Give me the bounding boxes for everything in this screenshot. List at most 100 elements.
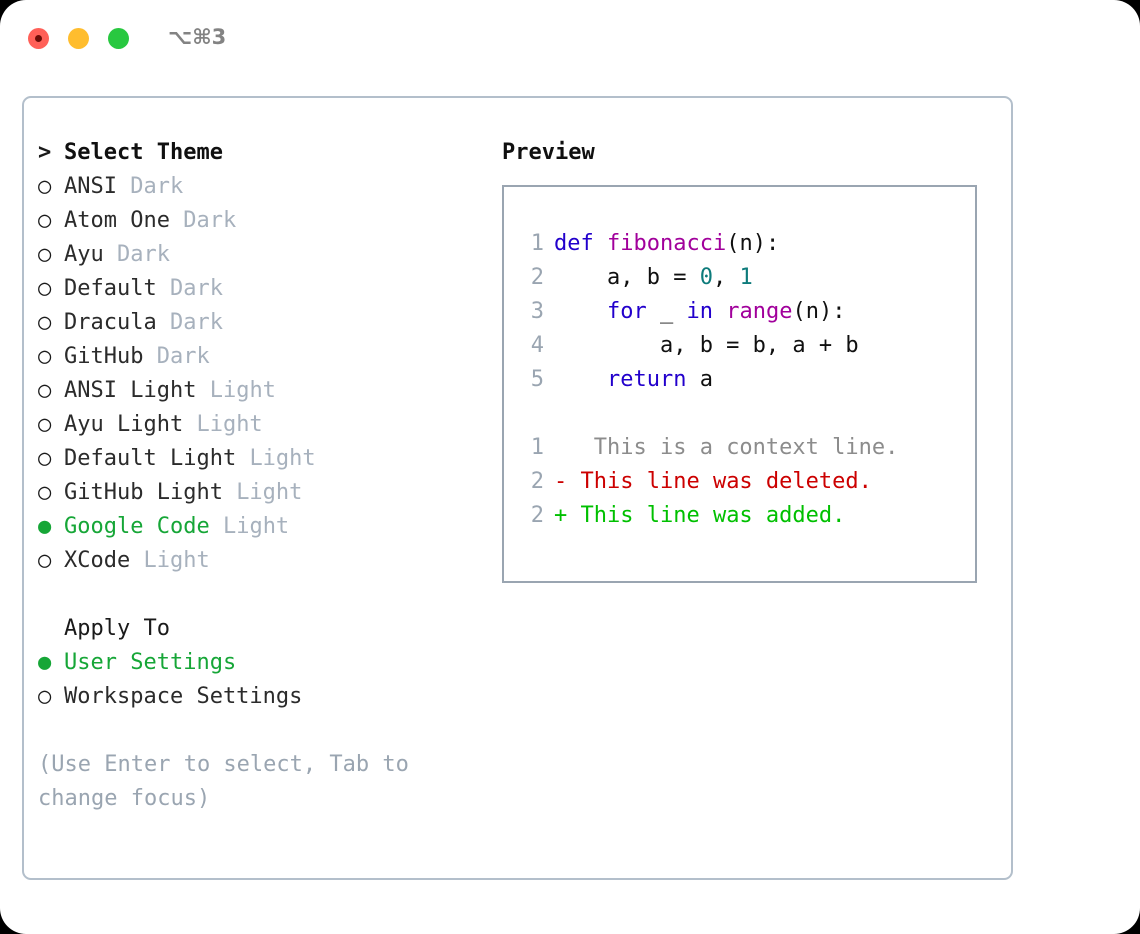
theme-selection-column: > Select Theme ○ ANSI Dark○ Atom One Dar… [38,136,488,816]
code-token: a, b = b, a + b [554,333,859,358]
line-number: 1 [530,435,544,460]
radio-selected-icon[interactable]: ● [38,514,65,539]
keyboard-shortcut-label: ⌥⌘3 [168,25,227,49]
theme-variant-badge: Dark [116,242,170,267]
select-theme-title: Select Theme [64,140,223,165]
select-theme-header: > Select Theme [38,136,488,170]
line-number: 3 [530,299,544,324]
code-line: 5 return a [504,363,975,397]
theme-variant-badge: Light [196,412,263,437]
theme-variant-badge: Dark [183,208,237,233]
radio-unselected-icon[interactable]: ○ [38,310,65,335]
diff-text: This is a context line. [567,435,899,460]
apply-to-label: Workspace Settings [64,684,303,709]
radio-unselected-icon[interactable]: ○ [38,276,65,301]
code-token: range [726,299,793,324]
code-line: 1 def fibonacci(n): [504,227,975,261]
theme-list[interactable]: ○ ANSI Dark○ Atom One Dark○ Ayu Dark○ De… [38,170,488,578]
code-token: a, b = [554,265,700,290]
theme-variant-badge: Light [249,446,316,471]
code-token: for [606,299,647,324]
maximize-window-button[interactable] [108,28,129,49]
theme-name: GitHub Light [64,480,237,505]
theme-list-item[interactable]: ○ Ayu Light Light [38,408,488,442]
diff-sample: 1 This is a context line.2- This line wa… [504,431,975,533]
preview-label: Preview [502,140,595,165]
theme-list-item[interactable]: ○ ANSI Light Light [38,374,488,408]
radio-unselected-icon[interactable]: ○ [38,344,65,369]
theme-list-item[interactable]: ○ Default Dark [38,272,488,306]
code-token: 1 [739,265,753,290]
title-bar: ⌥⌘3 [0,0,1140,78]
diff-line: 1 This is a context line. [504,431,975,465]
radio-unselected-icon[interactable]: ○ [38,446,65,471]
code-token: fibonacci [607,231,727,256]
code-token: (n): [792,299,846,324]
theme-name: Dracula [64,310,170,335]
line-number: 2 [530,469,544,494]
line-number: 2 [530,265,544,290]
theme-list-item[interactable]: ○ XCode Light [38,544,488,578]
apply-to-item[interactable]: ● User Settings [38,646,488,680]
theme-list-item[interactable]: ○ Default Light Light [38,442,488,476]
theme-variant-badge: Light [143,548,210,573]
line-number: 1 [530,231,544,256]
code-token: _ [646,299,687,324]
main-panel: > Select Theme ○ ANSI Dark○ Atom One Dar… [22,96,1013,880]
theme-variant-badge: Dark [169,310,223,335]
theme-list-item[interactable]: ○ GitHub Light Light [38,476,488,510]
minimize-window-button[interactable] [68,28,89,49]
code-diff-spacer [504,397,975,431]
code-token: 0 [699,265,713,290]
theme-name: Default Light [64,446,250,471]
theme-variant-badge: Light [236,480,303,505]
theme-variant-badge: Light [222,514,290,539]
radio-unselected-icon[interactable]: ○ [38,480,65,505]
theme-name: ANSI Light [64,378,210,403]
code-token [594,231,607,256]
section-spacer [38,578,488,612]
keyboard-hint-text: (Use Enter to select, Tab to change focu… [38,752,409,811]
theme-variant-badge: Dark [156,344,210,369]
code-token: def [554,231,594,256]
theme-list-item[interactable]: ○ GitHub Dark [38,340,488,374]
code-token: a [686,367,713,392]
diff-sign [554,435,567,460]
code-line: 3 for _ in range(n): [504,295,975,329]
diff-line: 2+ This line was added. [504,499,975,533]
diff-sign: + [554,503,568,528]
diff-line: 2- This line was deleted. [504,465,975,499]
apply-to-header: Apply To [64,616,170,641]
apply-to-item[interactable]: ○ Workspace Settings [38,680,488,714]
code-token: (n): [726,231,780,256]
code-token: , [712,265,740,290]
code-token: return [606,367,687,392]
code-token [713,299,726,324]
radio-unselected-icon[interactable]: ○ [38,174,65,199]
theme-list-item[interactable]: ● Google Code Light [38,510,488,544]
code-token: in [686,299,713,324]
radio-selected-icon[interactable]: ● [38,650,65,675]
close-icon [35,35,42,42]
radio-unselected-icon[interactable]: ○ [38,242,65,267]
radio-unselected-icon[interactable]: ○ [38,548,65,573]
theme-list-item[interactable]: ○ Ayu Dark [38,238,488,272]
theme-variant-badge: Light [209,378,276,403]
apply-to-label: User Settings [64,650,237,675]
theme-list-item[interactable]: ○ ANSI Dark [38,170,488,204]
theme-variant-badge: Dark [130,174,184,199]
diff-text: This line was deleted. [567,469,872,494]
radio-unselected-icon[interactable]: ○ [38,208,65,233]
theme-list-item[interactable]: ○ Atom One Dark [38,204,488,238]
radio-unselected-icon[interactable]: ○ [38,412,65,437]
radio-unselected-icon[interactable]: ○ [38,684,65,709]
diff-sign: - [554,469,568,494]
theme-name: GitHub [64,344,157,369]
radio-unselected-icon[interactable]: ○ [38,378,65,403]
apply-to-list[interactable]: ● User Settings○ Workspace Settings [38,646,488,714]
theme-list-item[interactable]: ○ Dracula Dark [38,306,488,340]
